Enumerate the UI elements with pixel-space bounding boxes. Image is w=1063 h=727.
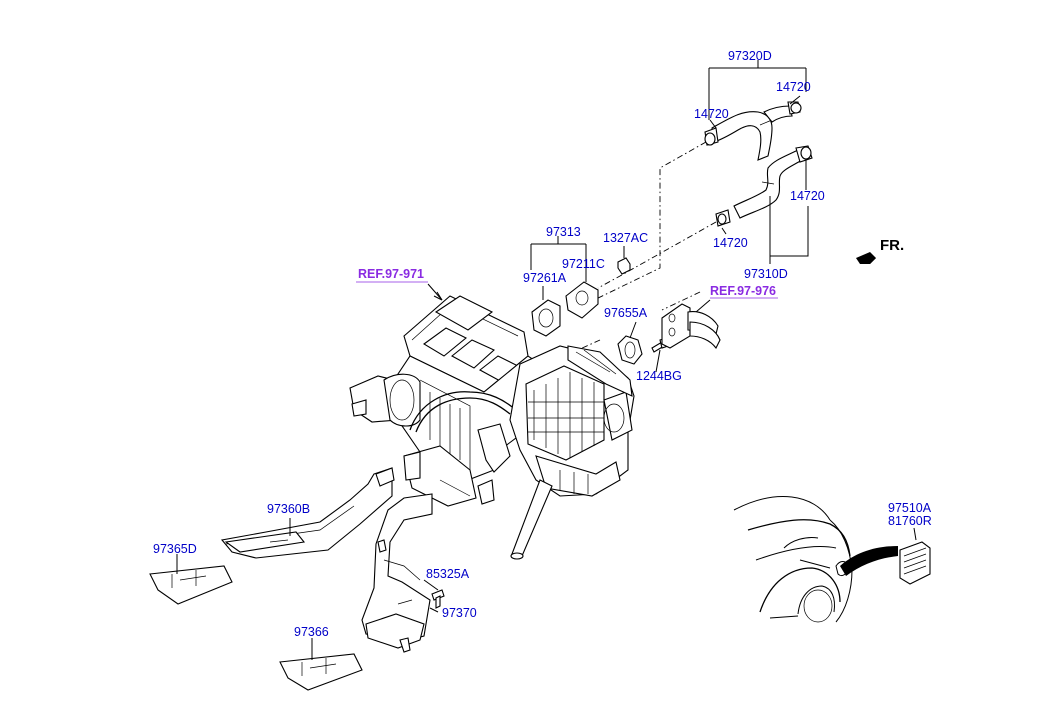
label-97360B: 97360B <box>267 502 310 516</box>
screw-85325A <box>431 589 445 609</box>
label-1244BG: 1244BG <box>636 369 682 383</box>
plate-97211C <box>565 281 599 319</box>
front-direction-label: FR. <box>880 237 904 254</box>
label-97310D: 97310D <box>744 267 788 281</box>
label-14720-c: 14720 <box>790 189 825 203</box>
label-1327AC: 1327AC <box>603 231 648 245</box>
label-85325A: 85325A <box>426 567 470 581</box>
label-81760R: 81760R <box>888 514 932 528</box>
lower-heater-hose <box>715 145 813 227</box>
label-14720-b: 14720 <box>694 107 729 121</box>
label-97370: 97370 <box>442 606 477 620</box>
vehicle-inset <box>733 496 931 623</box>
nut-1327AC <box>617 257 631 275</box>
label-97510A: 97510A <box>888 501 932 515</box>
label-97320D: 97320D <box>728 49 772 63</box>
gasket-97261A <box>531 299 561 337</box>
rear-duct-97360B <box>220 467 395 559</box>
duct-end-97366 <box>279 653 363 691</box>
label-97261A: 97261A <box>523 271 567 285</box>
front-direction-indicator: FR. <box>856 237 904 264</box>
expansion-valve <box>661 303 721 350</box>
label-97655A: 97655A <box>604 306 648 320</box>
seal-97655A <box>617 335 643 365</box>
upper-heater-hose <box>704 101 802 161</box>
duct-end-97365D <box>149 565 233 605</box>
label-97366: 97366 <box>294 625 329 639</box>
heater-blower-unit <box>349 295 635 560</box>
label-97211C: 97211C <box>562 257 605 271</box>
ref-97-976-link[interactable]: REF.97-976 <box>710 284 776 298</box>
front-duct-97370 <box>361 493 433 653</box>
label-14720-d: 14720 <box>713 236 748 250</box>
ref-97-971-link[interactable]: REF.97-971 <box>358 267 424 281</box>
label-97365D: 97365D <box>153 542 197 556</box>
label-97313: 97313 <box>546 225 581 239</box>
label-14720-a: 14720 <box>776 80 811 94</box>
